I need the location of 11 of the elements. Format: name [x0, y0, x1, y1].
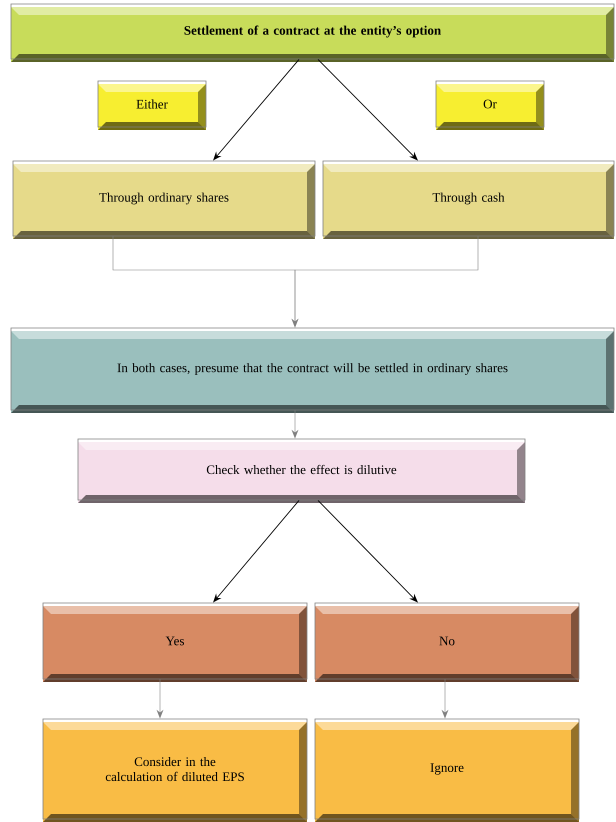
process-box: Check whether the effect is dilutive [78, 438, 526, 503]
label-box: Either [98, 80, 206, 130]
process-box: In both cases, presume that the contract will be settled in ordinary shares [10, 328, 614, 413]
decision-box: Yes [42, 602, 308, 682]
result-box: Consider in the calculation of diluted EPS [42, 718, 308, 822]
title-box: Settlement of a contract at the entity’s option [10, 4, 614, 62]
label-box: Or [436, 80, 544, 130]
result-box: Ignore [314, 718, 580, 822]
process-box: Through ordinary shares [12, 160, 316, 239]
decision-box: No [314, 602, 580, 682]
process-box: Through cash [322, 160, 614, 239]
